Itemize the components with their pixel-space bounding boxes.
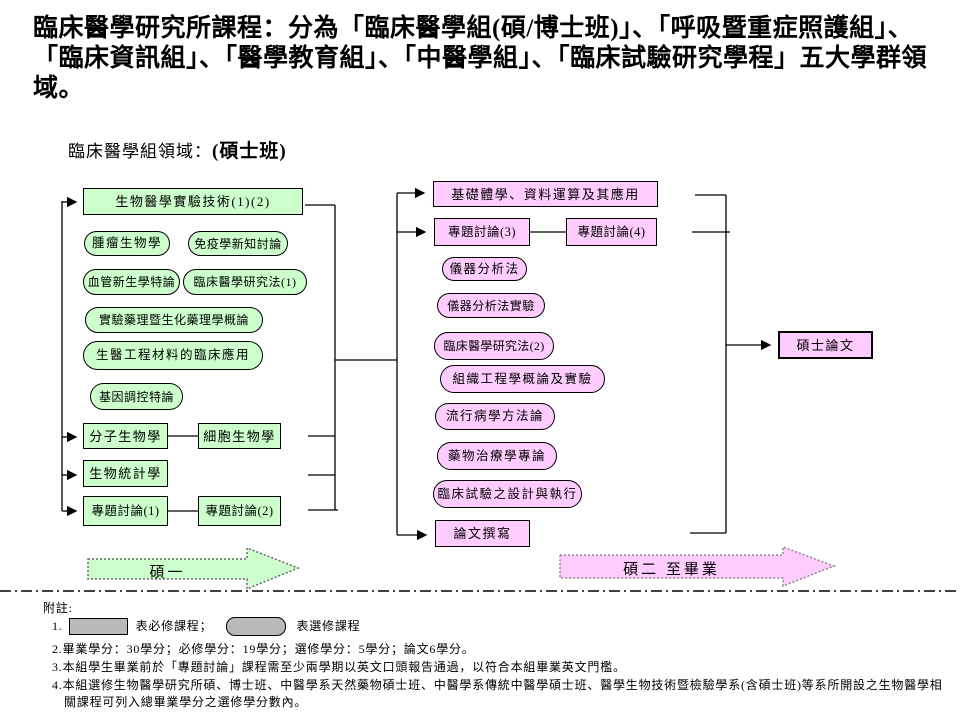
course-box-molecular-biology: 分子生物學: [83, 423, 168, 449]
note-3: 3.本組學生畢業前於「專題討論」課程需至少兩學期以英文口頭報告通過，以符合本組畢…: [52, 660, 626, 674]
course-box-seminar-2: 專題討論(2): [198, 496, 281, 526]
course-box-clinical-method-1: 臨床醫學研究法(1): [183, 269, 307, 295]
note-1-elective-label: 表選修課程: [296, 619, 361, 633]
course-box-epidemiology: 流行病學方法論: [435, 403, 555, 430]
course-box-pharmacotherapy: 藥物治療學專論: [437, 442, 557, 470]
course-box-instrument-analysis-lab: 儀器分析法實驗: [437, 293, 545, 318]
course-box-instrument-analysis: 儀器分析法: [442, 257, 527, 281]
course-box-foundation-data: 基礎體學、資料運算及其應用: [433, 181, 658, 207]
course-box-biomed-engineering: 生醫工程材料的臨床應用: [83, 341, 263, 370]
year2-arrow-label: 碩二 至畢業: [623, 562, 720, 578]
legend-required-swatch: [68, 618, 128, 635]
course-box-exp-pharmacology: 實驗藥理暨生化藥理學概論: [85, 307, 263, 333]
course-box-seminar-1: 專題討論(1): [83, 496, 168, 526]
note-2: 2.畢業學分：30學分；必修學分：19學分；選修學分：5學分；論文6學分。: [52, 642, 475, 656]
course-box-biostatistics: 生物統計學: [83, 460, 168, 487]
year1-arrow-label: 碩一: [149, 565, 186, 581]
note-1-required-label: 表必修課程；: [135, 619, 213, 633]
course-box-biomed-tech: 生物醫學實驗技術(1)(2): [83, 188, 303, 215]
course-box-master-thesis: 碩士論文: [778, 331, 873, 359]
page-title: 臨床醫學研究所課程：分為「臨床醫學組(碩/博士班)」、「呼吸暨重症照護組」、「臨…: [33, 15, 928, 102]
subtitle-emphasis: (碩士班): [212, 141, 287, 162]
year2-arrow: [559, 545, 837, 588]
legend-elective-swatch: [226, 617, 287, 636]
course-box-seminar-4: 專題討論(4): [566, 218, 657, 246]
course-box-clinical-method-2: 臨床醫學研究法(2): [434, 332, 554, 360]
subtitle-text: 臨床醫學組領域：: [68, 142, 212, 161]
course-box-clinical-trial-design: 臨床試驗之設計與執行: [433, 480, 582, 508]
course-box-angiogenesis: 血管新生學特論: [83, 269, 180, 295]
course-box-thesis-writing: 論文撰寫: [435, 520, 530, 547]
course-box-tumor-biology: 腫瘤生物學: [84, 231, 170, 256]
course-box-gene-regulation: 基因調控特論: [90, 383, 183, 410]
note-4: 4.本組選修生物醫學研究所碩、博士班、中醫學系天然藥物碩士班、中醫學系傳統中醫學…: [52, 678, 943, 709]
note-1: 1. 表必修課程； 表選修課程: [52, 617, 360, 636]
course-box-tissue-engineering: 組織工程學概論及實驗: [440, 365, 605, 393]
course-box-cell-biology: 細胞生物學: [198, 423, 281, 449]
note-1-number: 1.: [52, 619, 63, 633]
section-subtitle: 臨床醫學組領域：(碩士班): [68, 136, 287, 163]
course-box-immunology: 免疫學新知討論: [188, 231, 288, 256]
notes-heading: 附註:: [43, 601, 73, 615]
course-box-seminar-3: 專題討論(3): [434, 218, 530, 246]
year1-arrow: [87, 546, 301, 591]
